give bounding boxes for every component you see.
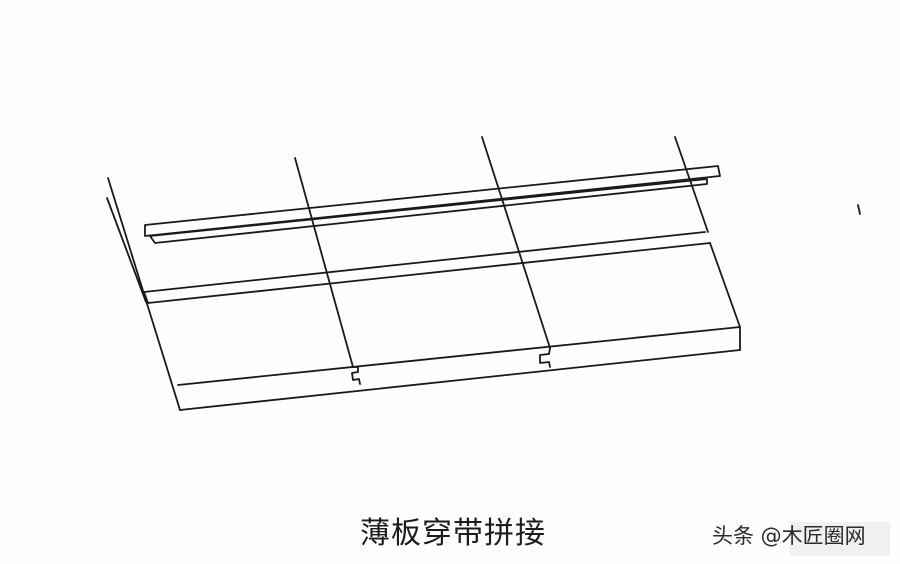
dovetail-1 — [351, 366, 361, 385]
batten — [144, 165, 721, 237]
joint-line-2 — [481, 136, 551, 349]
stray-mark — [857, 204, 861, 215]
groove-top-line — [143, 231, 706, 293]
joint-line-3 — [674, 136, 709, 233]
batten-lower-step — [149, 178, 708, 244]
figure-caption: 薄板穿带拼接 — [360, 516, 546, 551]
board-left-inner-edge — [106, 197, 147, 303]
board-front-bottom-edge — [179, 349, 741, 411]
board-front-top-edge — [177, 326, 741, 386]
groove-bottom-line — [147, 242, 711, 304]
watermark: 头条 @木匠圈网 — [712, 524, 866, 548]
joint-line-1 — [294, 157, 354, 368]
watermark-backdrop — [790, 522, 890, 556]
dovetail-2 — [539, 347, 551, 368]
board-right-side-edge — [709, 242, 741, 328]
groove-left-end — [143, 291, 149, 304]
